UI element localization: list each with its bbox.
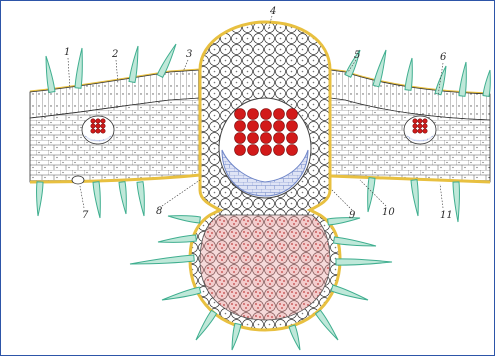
xylem-vessel [96, 119, 100, 123]
label-8: 8 [156, 206, 162, 217]
xylem-vessel [287, 133, 298, 144]
trichome [316, 310, 338, 340]
xylem-vessel [413, 129, 417, 133]
midrib-ground-tissue [200, 215, 330, 320]
trichome [453, 182, 459, 222]
trichome [137, 182, 144, 216]
trichome [196, 310, 217, 340]
label-11: 11 [440, 210, 453, 221]
lateral-bundle-left-xylem [91, 119, 105, 133]
stoma [72, 176, 84, 184]
xylem-vessel [101, 119, 105, 123]
trichome [75, 48, 82, 88]
xylem-vessel [248, 133, 259, 144]
xylem-vessel [413, 119, 417, 123]
xylem-vessel [101, 124, 105, 128]
trichome [459, 62, 466, 96]
lateral-bundle-right-xylem [413, 119, 427, 133]
xylem-vessel [248, 145, 259, 156]
trichome [331, 285, 368, 300]
trichome [162, 287, 201, 300]
trichome [37, 182, 43, 216]
xylem-vessel [413, 124, 417, 128]
trichome [158, 235, 196, 242]
xylem-vessel [91, 129, 95, 133]
trichome [483, 70, 490, 96]
xylem-vessel [96, 124, 100, 128]
xylem-vessel [423, 129, 427, 133]
trichome [232, 323, 241, 350]
trichome [130, 255, 194, 264]
xylem-vessel [261, 121, 272, 132]
xylem-vessel [274, 133, 285, 144]
xylem-vessel [235, 121, 246, 132]
trichome [289, 325, 300, 350]
label-4: 4 [269, 6, 276, 17]
xylem-vessel [235, 109, 246, 120]
xylem-vessel [235, 133, 246, 144]
xylem-vessel [235, 145, 246, 156]
xylem-vessel [91, 124, 95, 128]
trichome [405, 58, 412, 90]
label-7: 7 [82, 210, 89, 221]
label-6: 6 [440, 52, 447, 63]
xylem-vessel [423, 124, 427, 128]
label-2: 2 [111, 49, 118, 60]
label-1: 1 [64, 47, 70, 58]
label-3: 3 [186, 49, 192, 60]
trichome [119, 182, 126, 214]
xylem-vessel [261, 109, 272, 120]
trichome [93, 182, 100, 218]
xylem-vessel [418, 124, 422, 128]
xylem-vessel [248, 109, 259, 120]
xylem-vessel [418, 119, 422, 123]
xylem-vessel [248, 121, 259, 132]
xylem-vessel [91, 119, 95, 123]
xylem-vessel [274, 109, 285, 120]
trichome [336, 259, 392, 265]
xylem-vessel [96, 129, 100, 133]
xylem-vessel [261, 133, 272, 144]
xylem-vessel [423, 119, 427, 123]
xylem-vessel [418, 129, 422, 133]
trichome [368, 178, 375, 212]
trichome [46, 56, 55, 92]
xylem-vessel [101, 129, 105, 133]
xylem-vessel [287, 145, 298, 156]
xylem-vessel [274, 121, 285, 132]
label-10: 10 [382, 207, 395, 218]
label-9: 9 [349, 210, 356, 221]
xylem-vessel [287, 121, 298, 132]
label-5: 5 [354, 50, 360, 61]
trichome [411, 180, 418, 216]
xylem-vessel [287, 109, 298, 120]
xylem-vessel [261, 145, 272, 156]
xylem-vessel [274, 145, 285, 156]
trichome [168, 216, 200, 223]
